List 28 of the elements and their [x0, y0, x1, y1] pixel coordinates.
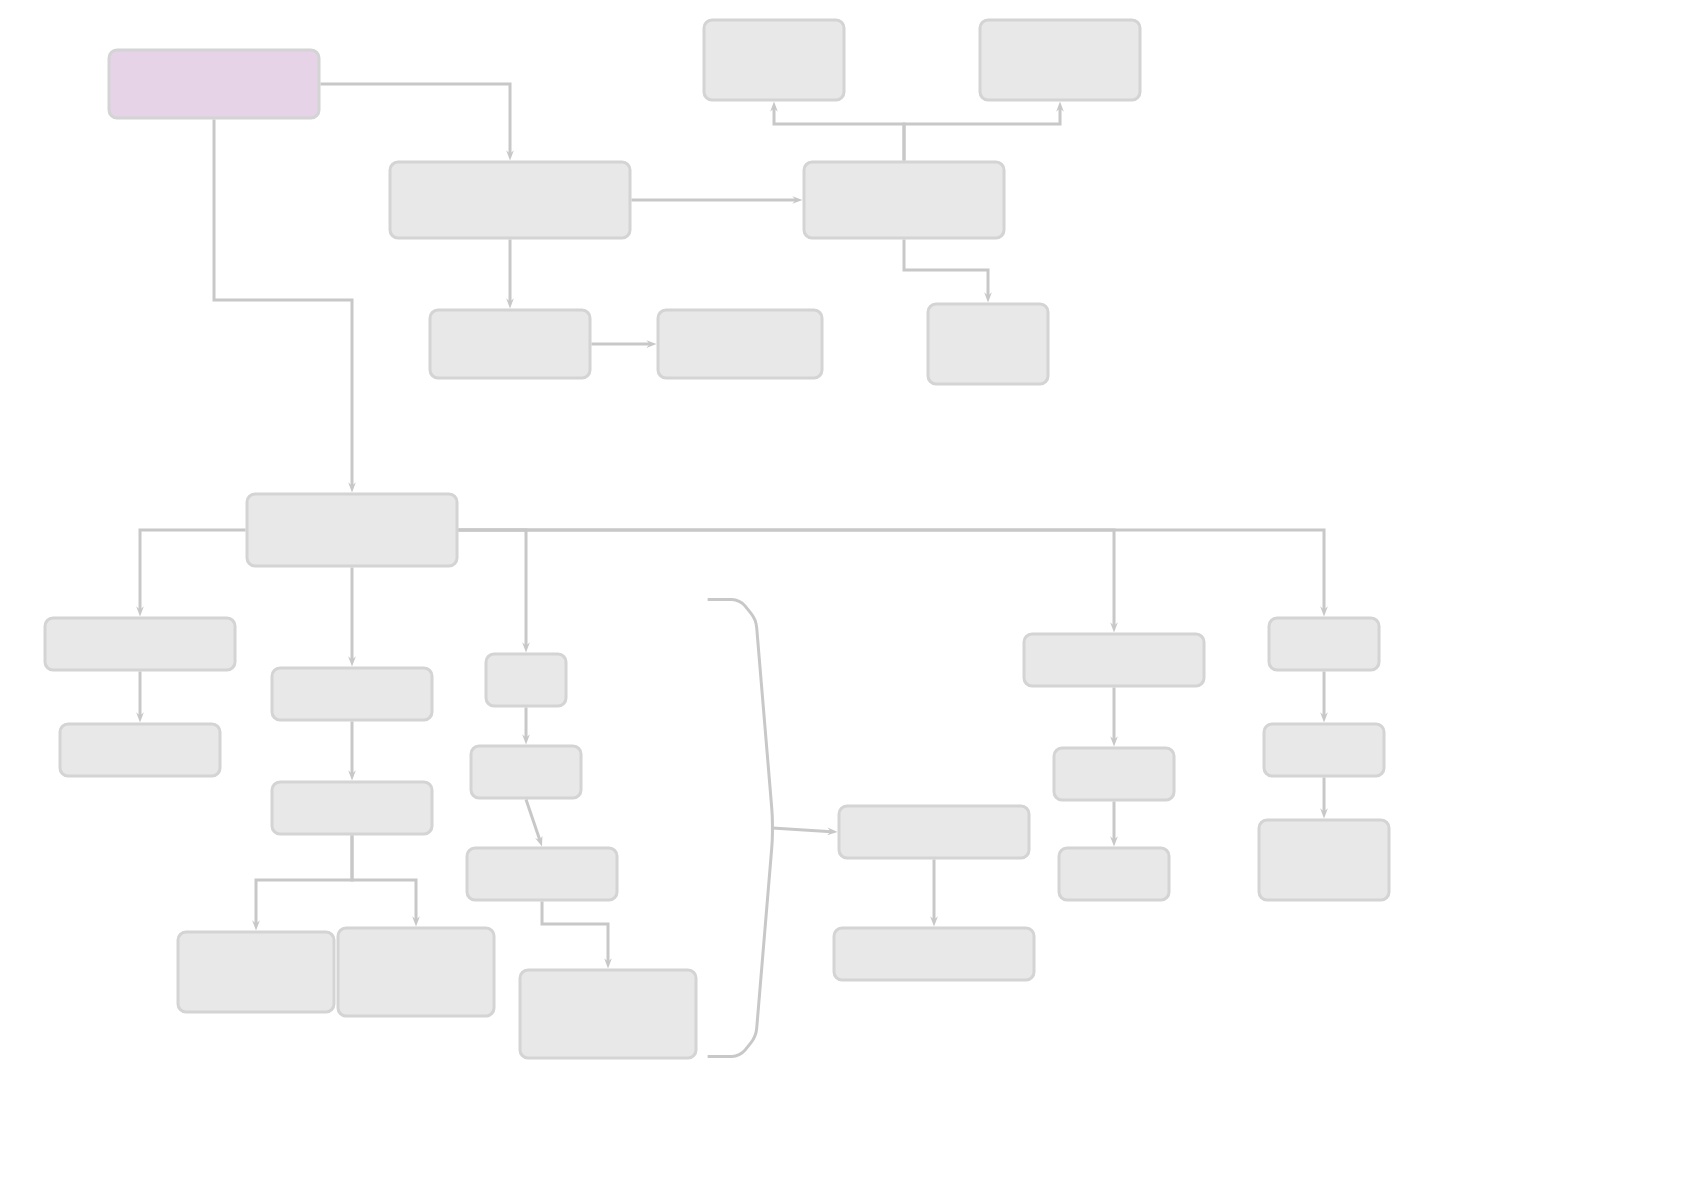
- bracket: [707, 598, 774, 1058]
- concept-box: [43, 616, 237, 672]
- concept-box: [336, 926, 496, 1018]
- concept-box: [58, 722, 222, 778]
- concept-box: [1257, 818, 1391, 902]
- concept-box: [1057, 846, 1171, 902]
- concept-box: [802, 160, 1006, 240]
- concept-box: [832, 926, 1036, 982]
- concept-box: [465, 846, 619, 902]
- concept-box: [270, 666, 434, 722]
- concept-box: [978, 18, 1142, 102]
- concept-box: [926, 302, 1050, 386]
- concept-box: [518, 968, 698, 1060]
- concept-box: [484, 652, 568, 708]
- concept-box: [1022, 632, 1206, 688]
- concept-box: [1267, 616, 1381, 672]
- concept-box: [656, 308, 824, 380]
- concept-box: [388, 160, 632, 240]
- concept-box: [245, 492, 459, 568]
- concept-box: [702, 18, 846, 102]
- concept-box: [270, 780, 434, 836]
- concept-box: [1052, 746, 1176, 802]
- concept-box: [837, 804, 1031, 860]
- concept-box: [176, 930, 336, 1014]
- concept-box: [107, 48, 321, 120]
- concept-box: [1262, 722, 1386, 778]
- concept-box: [469, 744, 583, 800]
- concept-box: [428, 308, 592, 380]
